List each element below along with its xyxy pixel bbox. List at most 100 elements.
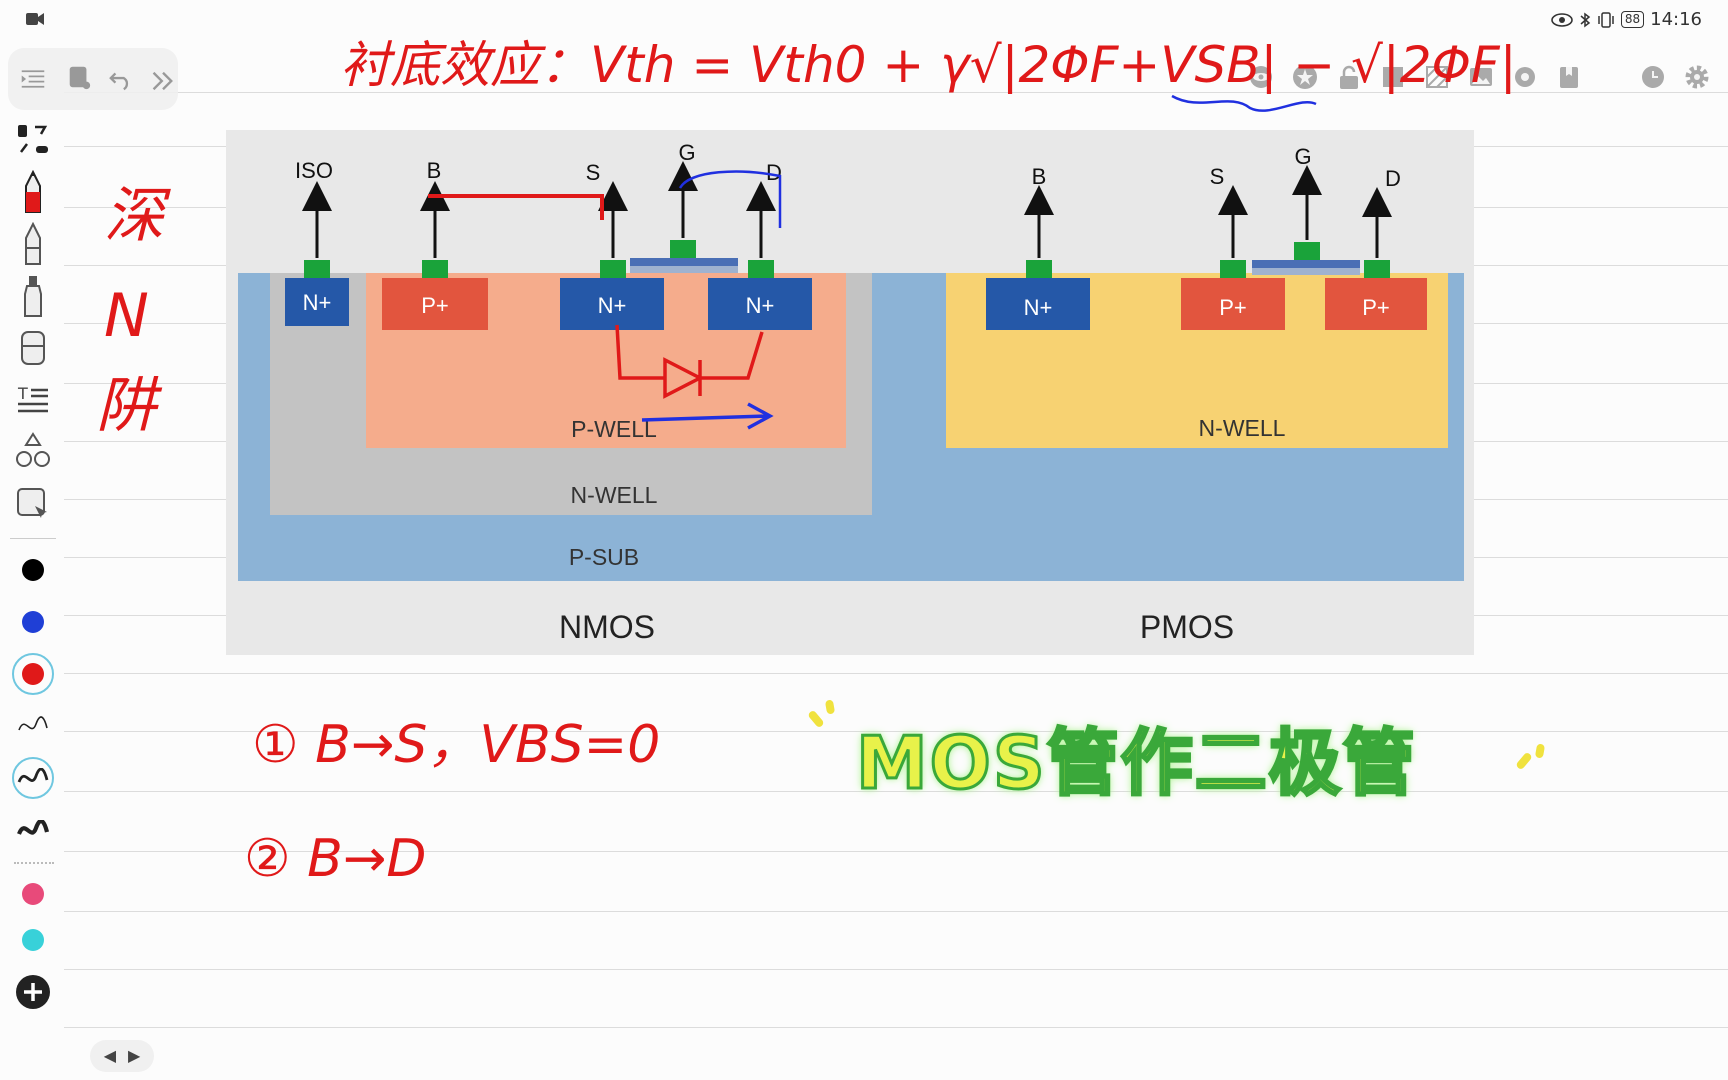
- selection-ring: [12, 757, 54, 799]
- lasso-tool[interactable]: [10, 118, 56, 162]
- vibrate-icon: [1598, 11, 1614, 28]
- status-bar: 88 14:16: [0, 0, 1728, 40]
- n-well-label: N-WELL: [571, 482, 658, 508]
- pmos-label: PMOS: [1140, 609, 1234, 645]
- select-tool[interactable]: [10, 482, 56, 526]
- locate-icon[interactable]: [1512, 64, 1538, 90]
- pen-tool[interactable]: [10, 170, 56, 214]
- svg-text:T: T: [17, 384, 28, 403]
- top-toolbar: [8, 48, 178, 110]
- settings-icon[interactable]: [1684, 64, 1710, 90]
- clock-time: 14:16: [1650, 9, 1702, 30]
- color-swatch: [22, 929, 44, 951]
- plus-icon: [16, 975, 50, 1009]
- region-label: P+: [1362, 295, 1390, 320]
- nmos-gate-oxide: [630, 258, 738, 268]
- color-red-selected[interactable]: [10, 652, 56, 696]
- color-swatch: [22, 611, 44, 633]
- p-sub-label: P-SUB: [569, 544, 639, 570]
- nmos-gate-poly: [630, 266, 738, 273]
- color-black[interactable]: [10, 548, 56, 592]
- pmos-source-p-plus-region: [1181, 278, 1285, 330]
- side-note: 深 N 阱: [96, 181, 183, 441]
- stroke-thin-icon: [18, 716, 48, 731]
- screen-record-icon: [26, 13, 44, 25]
- battery-indicator: 88: [1620, 11, 1645, 28]
- pmos-s-contact: [1220, 260, 1246, 278]
- terminal-label: G: [1294, 144, 1311, 169]
- shape-icon: [16, 432, 50, 467]
- stroke-thick-icon: [17, 820, 50, 835]
- clock-icon[interactable]: [1640, 64, 1666, 90]
- lasso-icon: [18, 125, 48, 153]
- terminal-label: G: [678, 140, 695, 165]
- page-navigation: ◀ ▶: [90, 1040, 154, 1072]
- eraser-icon: [21, 331, 45, 365]
- shape-tool[interactable]: [10, 430, 56, 474]
- color-cyan[interactable]: [10, 918, 56, 962]
- note-2: ② B→D: [244, 829, 426, 889]
- region-label: N+: [746, 293, 775, 318]
- add-color-button[interactable]: [10, 970, 56, 1014]
- marker-tool[interactable]: [10, 274, 56, 318]
- more-icon[interactable]: [150, 68, 176, 94]
- text-tool[interactable]: T: [10, 378, 56, 422]
- pencil-icon: [25, 222, 41, 265]
- bluetooth-icon: [1580, 12, 1591, 27]
- next-page-button[interactable]: ▶: [128, 1048, 141, 1065]
- terminal-label: B: [1032, 164, 1047, 189]
- eye-icon[interactable]: [1248, 64, 1274, 90]
- drain-n-plus-region: [708, 278, 812, 330]
- g-contact: [670, 240, 696, 258]
- cmos-cross-section-figure: ISO B S G D B S G D N+ P+ N+ N+ N+ P+ P+…: [226, 130, 1474, 655]
- region-label: P+: [421, 293, 449, 318]
- iso-n-plus-region: [285, 278, 349, 326]
- pmos-d-contact: [1364, 260, 1390, 278]
- pmos-n-well-label: N-WELL: [1199, 415, 1286, 441]
- eye-status-icon: [1551, 12, 1573, 27]
- region-label: P+: [1219, 295, 1247, 320]
- right-toolbar: [1230, 52, 1720, 102]
- pmos-g-contact: [1294, 242, 1320, 260]
- d-contact: [748, 260, 774, 278]
- s-contact: [600, 260, 626, 278]
- terminal-label: S: [1210, 164, 1225, 189]
- menu-icon[interactable]: [20, 66, 46, 92]
- pencil-tool[interactable]: [10, 222, 56, 266]
- terminal-label: ISO: [295, 158, 333, 183]
- bookmark-icon[interactable]: [1556, 64, 1582, 90]
- undo-icon[interactable]: [108, 66, 134, 92]
- video-title-overlay: MOS管作二极管: [855, 720, 1417, 807]
- color-swatch: [22, 559, 44, 581]
- region-label: N+: [598, 293, 627, 318]
- region-label: N+: [303, 290, 332, 315]
- pmos-gate-oxide: [1252, 260, 1360, 270]
- terminal-label: D: [1385, 166, 1401, 191]
- region-label: N+: [1024, 295, 1053, 320]
- color-blue[interactable]: [10, 600, 56, 644]
- lock-icon[interactable]: [1336, 64, 1362, 90]
- prev-page-button[interactable]: ◀: [103, 1048, 116, 1065]
- pmos-drain-p-plus-region: [1325, 278, 1427, 330]
- stroke-medium-selected[interactable]: [10, 756, 56, 800]
- terminal-label: B: [427, 158, 442, 183]
- nmos-label: NMOS: [559, 609, 655, 645]
- terminal-label: S: [586, 160, 601, 185]
- selection-ring: [12, 653, 54, 695]
- image-icon[interactable]: [1468, 64, 1494, 90]
- eraser-tool[interactable]: [10, 326, 56, 370]
- frame-icon[interactable]: [1380, 64, 1406, 90]
- marker-icon: [24, 276, 42, 317]
- stroke-thin[interactable]: [10, 704, 56, 748]
- stroke-thick[interactable]: [10, 808, 56, 852]
- text-icon: T: [17, 384, 48, 413]
- terminal-label: D: [766, 160, 782, 185]
- pmos-b-contact: [1026, 260, 1052, 278]
- pmos-gate-poly: [1252, 268, 1360, 275]
- color-pink[interactable]: [10, 872, 56, 916]
- star-icon[interactable]: [1292, 64, 1318, 90]
- pattern-icon[interactable]: [1424, 64, 1450, 90]
- notebook-icon[interactable]: [66, 64, 92, 90]
- body-p-plus-region: [382, 278, 488, 330]
- source-n-plus-region: [560, 278, 664, 330]
